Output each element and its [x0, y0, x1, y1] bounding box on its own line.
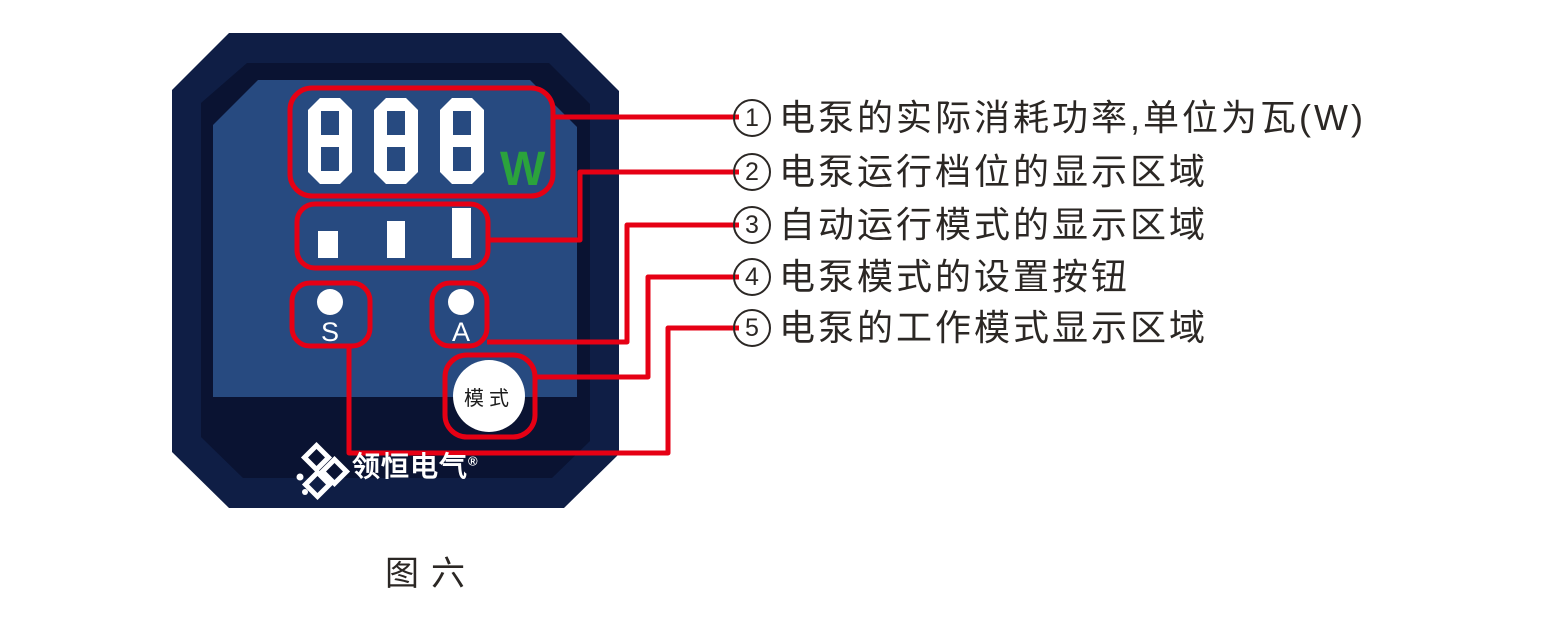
- mode-button-label[interactable]: 模式: [464, 387, 514, 410]
- leader-line-4: [535, 274, 739, 380]
- power-display-readout: [308, 98, 484, 184]
- annotation-1-text: 电泵的实际消耗功率,单位为瓦(W): [779, 97, 1366, 138]
- leader-line-2: [488, 169, 739, 243]
- gear-bar-high: [452, 208, 471, 258]
- leader-line-5: [346, 325, 739, 456]
- brand-logo-icon: [296, 441, 351, 501]
- auto-indicator-dot: [448, 289, 474, 315]
- seven-segment-digit: [440, 98, 484, 184]
- region-gear-display: [294, 201, 491, 271]
- mode-button[interactable]: [453, 360, 525, 432]
- figure-caption: 图六: [385, 555, 477, 593]
- gear-level-bars: [318, 208, 471, 258]
- brand-name: 领恒电气: [352, 451, 469, 482]
- annotation-1-number: 1: [733, 99, 771, 137]
- annotation-3-number: 3: [733, 206, 771, 244]
- annotation-2-number: 2: [733, 153, 771, 191]
- registered-mark: ®: [468, 453, 479, 469]
- annotation-2-text: 电泵运行档位的显示区域: [779, 151, 1209, 192]
- region-power-display: [287, 85, 556, 199]
- annotation-row-4: 4 电泵模式的设置按钮: [733, 255, 1130, 299]
- region-a-indicator: [429, 280, 490, 349]
- watt-unit-label: W: [500, 143, 546, 196]
- gear-bar-mid: [387, 221, 405, 258]
- region-s-indicator: [289, 280, 373, 349]
- annotation-row-2: 2 电泵运行档位的显示区域: [733, 150, 1208, 194]
- annotation-3-text: 自动运行模式的显示区域: [779, 204, 1209, 245]
- annotation-row-1: 1 电泵的实际消耗功率,单位为瓦(W): [733, 96, 1366, 140]
- annotation-row-5: 5 电泵的工作模式显示区域: [733, 306, 1208, 350]
- leader-line-3: [487, 222, 739, 345]
- seven-segment-digit: [374, 98, 418, 184]
- gear-bar-low: [318, 231, 338, 258]
- s-indicator-label: S: [320, 317, 339, 347]
- annotation-row-3: 3 自动运行模式的显示区域: [733, 203, 1208, 247]
- annotation-4-number: 4: [733, 258, 771, 296]
- a-indicator-label: A: [451, 317, 470, 347]
- region-mode-button: [442, 352, 538, 440]
- brand-wordmark: 领恒电气®: [352, 453, 479, 481]
- seven-segment-digit: [308, 98, 352, 184]
- speed-indicator-dot: [317, 289, 343, 315]
- annotation-5-number: 5: [733, 309, 771, 347]
- annotation-5-text: 电泵的工作模式显示区域: [779, 307, 1209, 348]
- annotation-4-text: 电泵模式的设置按钮: [779, 256, 1131, 297]
